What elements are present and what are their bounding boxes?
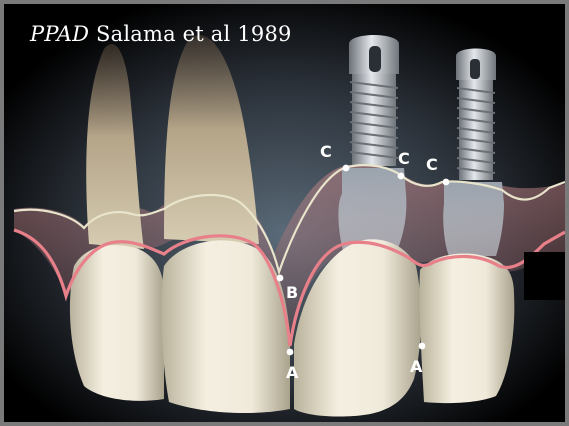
crown-tooth-1 — [70, 245, 164, 401]
label-c2: C — [398, 149, 410, 168]
point-c1 — [343, 165, 350, 172]
point-a1 — [287, 349, 294, 356]
implant-2 — [456, 49, 496, 181]
label-a2: A — [410, 357, 423, 376]
label-c3: C — [426, 155, 438, 174]
label-a1: A — [286, 363, 299, 382]
figure-title: PPAD Salama et al 1989 — [30, 22, 292, 46]
title-rest: Salama et al 1989 — [89, 22, 291, 46]
dental-implant-illustration: C C C B A A — [4, 4, 565, 422]
label-c1: C — [320, 142, 332, 161]
crown-implant-2 — [419, 254, 514, 404]
implant-1 — [349, 35, 399, 166]
point-c2 — [398, 173, 405, 180]
point-a2 — [419, 343, 426, 350]
title-italic: PPAD — [30, 22, 89, 46]
abutment-2 — [443, 182, 504, 256]
point-b — [277, 275, 284, 282]
label-b: B — [286, 283, 298, 302]
point-c3 — [443, 179, 450, 186]
right-notch — [524, 252, 565, 300]
